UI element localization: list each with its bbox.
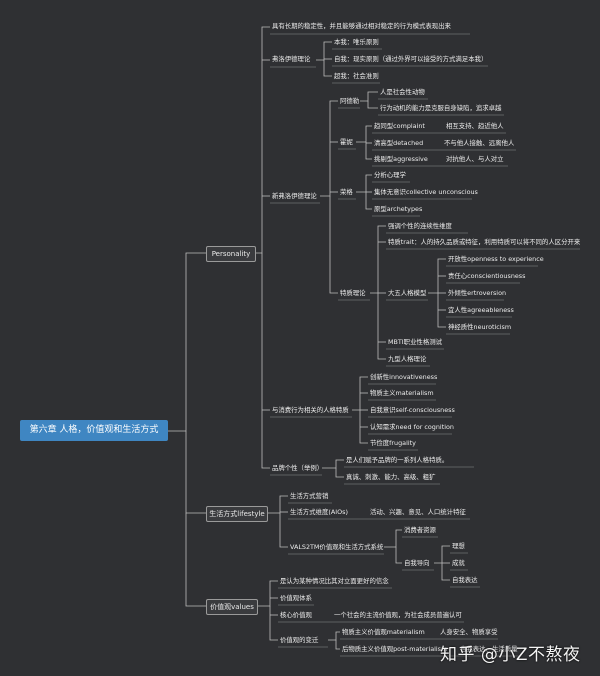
self-orientation-item: 自我表达 <box>452 576 478 584</box>
core-values-node: 核心价值观 <box>280 611 312 619</box>
neo-freud-node: 新弗洛伊德理论 <box>272 192 317 200</box>
big5-item: 宜人性agreeableness <box>448 306 514 314</box>
adler-item: 人是社会性动物 <box>380 88 425 96</box>
horney-type: 趋同型complaint <box>374 122 425 130</box>
root-node: 第六章 人格，价值观和生活方式 <box>20 420 168 441</box>
adler-item: 行为动机的能力是克服自身缺陷，追求卓越 <box>380 104 502 112</box>
lifestyle-node: 生活方式lifestyle <box>206 506 268 522</box>
values-node: 价值观values <box>206 599 258 615</box>
values-change-desc: 人身安全、物质享受 <box>440 628 498 636</box>
consumer-trait: 自我意识self-consciousness <box>370 406 455 414</box>
big5-node: 大五人格模型 <box>388 289 427 297</box>
trait-item: 特质trait：人的持久品质或特征，利用特质可以将不同的人区分开来 <box>388 238 581 246</box>
personality-definition: 具有长期的稳定性，并且能够通过相对稳定的行为模式表现出来 <box>272 22 451 30</box>
aios-desc: 活动、兴趣、意见、人口统计特征 <box>370 508 466 516</box>
personality-node: Personality <box>206 246 256 262</box>
values-change-desc: 自我表达、生活质量 <box>460 645 518 653</box>
vals-resources: 消费者资源 <box>404 526 436 534</box>
values-change-type: 后物质主义价值观post-materialism <box>342 645 448 653</box>
horney-type: 清高型detached <box>374 139 424 147</box>
jung-item: 原型archetypes <box>374 205 423 213</box>
mbti-item: MBTI职业性格测试 <box>388 338 443 346</box>
brand-item: 是人们赋予品牌的一系列人格特质。 <box>346 456 449 464</box>
jung-node: 荣格 <box>340 188 353 196</box>
horney-desc: 对抗他人、与人对立 <box>446 155 504 163</box>
freud-id: 本我：唯乐原则 <box>334 38 379 46</box>
horney-type: 挑剔型aggressive <box>374 155 428 163</box>
jung-item: 集体无意识collective unconscious <box>374 188 478 196</box>
freud-superego: 超我：社会准则 <box>334 72 379 80</box>
trait-theory-node: 特质理论 <box>340 289 366 297</box>
brand-item: 真诚、刺激、能力、高级、粗犷 <box>346 473 436 481</box>
values-change-node: 价值观的变迁 <box>280 636 319 644</box>
freud-ego: 自我：现实原则（通过外界可以接受的方式满足本我） <box>334 55 488 63</box>
vals-node: VALS2TM价值观和生活方式系统 <box>290 543 384 551</box>
consumer-traits-node: 与消费行为相关的人格特质 <box>272 406 349 414</box>
trait-item: 强调个性的连续性维度 <box>388 222 452 230</box>
enneagram-item: 九型人格理论 <box>388 355 427 363</box>
consumer-trait: 节俭度frugality <box>370 439 416 447</box>
adler-node: 阿德勒 <box>340 97 360 105</box>
brand-node: 品牌个性（举例） <box>272 464 324 472</box>
big5-item: 外倾性ertroversion <box>448 289 507 297</box>
consumer-trait: 认知需求need for cognition <box>370 423 454 431</box>
core-values-desc: 一个社会的主流价值观，为社会成员普遍认可 <box>334 611 462 619</box>
freud-node: 弗洛伊德理论 <box>272 55 311 63</box>
horney-node: 霍妮 <box>340 138 353 146</box>
value-system: 价值观体系 <box>280 594 312 602</box>
watermark: 知乎 @小Z不熬夜 <box>440 645 581 665</box>
aios-node: 生活方式维度(AIOs) <box>290 508 348 516</box>
horney-desc: 相互支持、趋近他人 <box>446 122 504 130</box>
self-orientation-item: 成就 <box>452 559 465 567</box>
jung-item: 分析心理学 <box>374 171 406 179</box>
big5-item: 责任心conscientiousness <box>448 272 526 280</box>
lifestyle-marketing: 生活方式营销 <box>290 492 329 500</box>
big5-item: 开放性openness to experience <box>448 255 544 263</box>
values-definition: 是认为某种情况比其对立面更好的信念 <box>280 577 389 585</box>
horney-desc: 不与他人接触、远离他人 <box>444 139 515 147</box>
values-change-type: 物质主义价值观materialism <box>342 628 425 636</box>
self-orientation-node: 自我导向 <box>404 559 430 567</box>
self-orientation-item: 理想 <box>452 542 465 550</box>
consumer-trait: 物质主义materialism <box>370 389 434 397</box>
consumer-trait: 创新性innovativeness <box>370 373 438 381</box>
big5-item: 神经质性neuroticism <box>448 323 512 331</box>
